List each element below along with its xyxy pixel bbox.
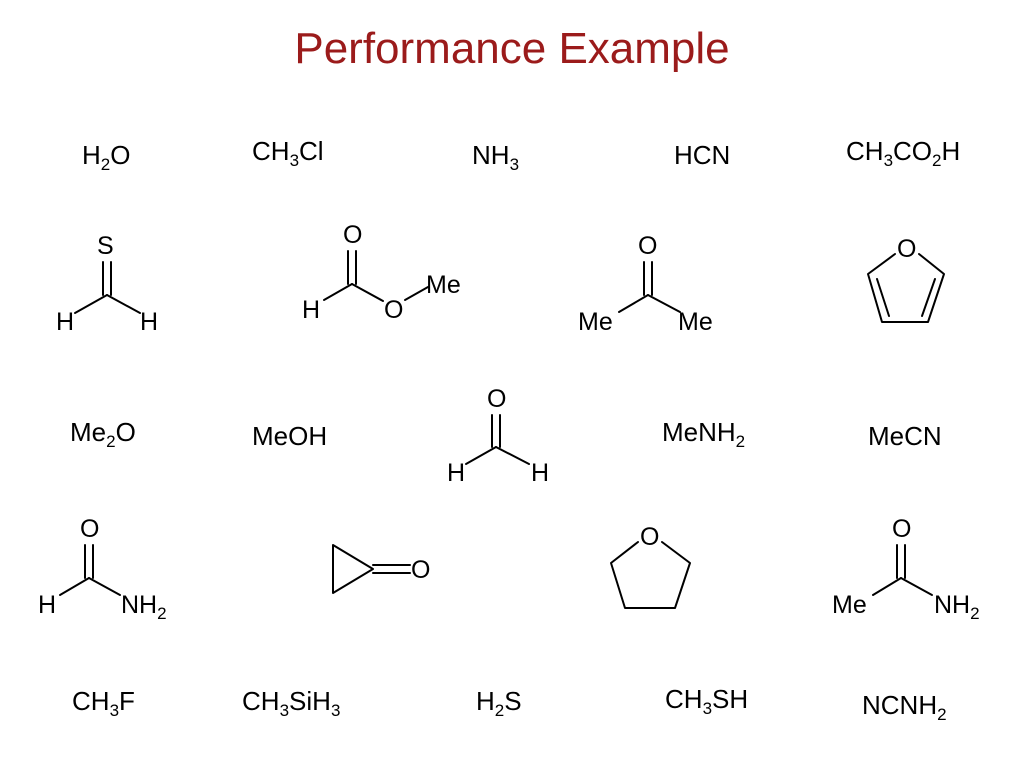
structure-formaldehyde: O H H (447, 385, 549, 487)
atom-label: O (640, 523, 659, 551)
structure-methyl-formate: O H O Me (302, 221, 461, 324)
bond (876, 278, 890, 317)
bond (404, 286, 429, 301)
structure-formamide: O H NH2 (38, 515, 167, 623)
atom-label: O (487, 385, 506, 413)
formula-fluoromethane: CH3F (72, 686, 135, 720)
atom-label: Me (678, 308, 713, 336)
atom-label: H (447, 459, 465, 487)
structure-thioformaldehyde: S H H (56, 232, 158, 336)
bond (351, 283, 384, 302)
atom-label: H (140, 308, 158, 336)
atom-label: NH2 (934, 591, 980, 623)
atom-label: Me (578, 308, 613, 336)
bond (900, 577, 933, 596)
formula-chloromethane: CH3Cl (252, 136, 324, 170)
formula-acetic-acid: CH3CO2H (846, 136, 961, 170)
structure-furan: O (867, 235, 945, 323)
atom-label: O (343, 221, 362, 249)
formula-cyanamide: NCNH2 (862, 690, 947, 724)
atom-label: H (38, 591, 56, 619)
atom-label: Me (426, 271, 461, 299)
atom-label: O (80, 515, 99, 543)
atom-label: H (302, 296, 320, 324)
formula-hydrogen-sulfide: H2S (476, 686, 522, 720)
bond (465, 446, 497, 465)
formula-acetonitrile: MeCN (868, 421, 942, 451)
atom-label: O (411, 556, 430, 584)
atom-label: H (531, 459, 549, 487)
formula-methanol: MeOH (252, 421, 328, 451)
atom-label: S (97, 232, 114, 260)
formula-ammonia: NH3 (472, 140, 520, 174)
bond (323, 283, 353, 301)
bond (872, 577, 902, 596)
ring-bonds (867, 253, 945, 323)
formula-methanethiol: CH3SH (665, 684, 749, 718)
bond (921, 278, 936, 317)
formula-methylamine: MeNH2 (662, 417, 746, 451)
bond (59, 577, 90, 596)
bond (88, 577, 121, 596)
structure-tetrahydrofuran: O (610, 523, 691, 609)
atom-label: O (384, 296, 403, 324)
atom-label: O (897, 235, 916, 263)
atom-label: O (638, 232, 657, 260)
formula-methylsilane: CH3SiH3 (242, 686, 341, 720)
bond (106, 294, 141, 314)
formula-hydrogen-cyanide: HCN (674, 140, 731, 170)
ring-bonds (332, 544, 374, 594)
formula-water: H2O (82, 140, 131, 174)
bond (74, 294, 108, 314)
atom-label: O (892, 515, 911, 543)
atom-label: H (56, 308, 74, 336)
structure-acetamide: O Me NH2 (832, 515, 980, 623)
bond (647, 294, 681, 313)
bond (618, 294, 649, 313)
atom-label: NH2 (121, 591, 167, 623)
formula-dimethyl-ether: Me2O (70, 417, 136, 451)
page-title: Performance Example (294, 24, 730, 73)
structure-acetone: O Me Me (578, 232, 713, 336)
atom-label: Me (832, 591, 867, 619)
bond (495, 446, 530, 465)
ring-bonds (610, 541, 691, 609)
structure-cyclopropanone: O (332, 544, 430, 594)
